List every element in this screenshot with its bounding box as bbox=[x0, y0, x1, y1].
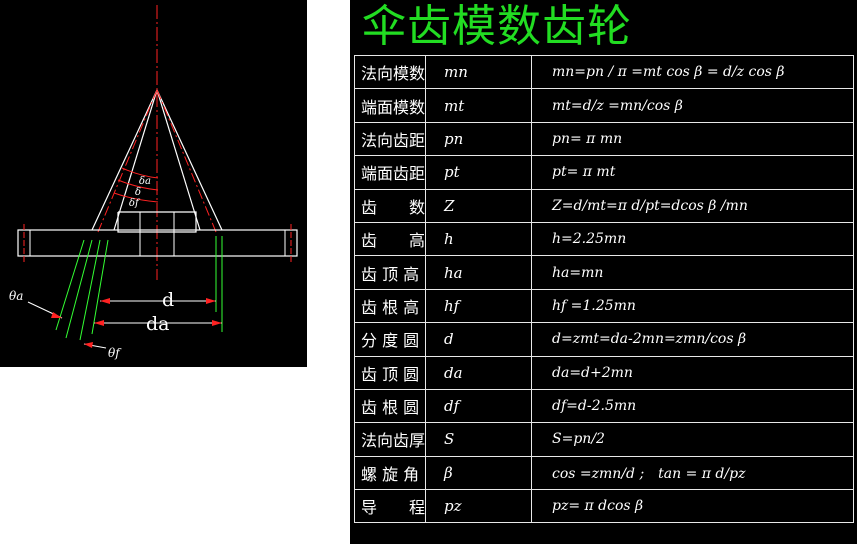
row-symbol: h bbox=[425, 221, 533, 257]
theta-f-arrow bbox=[84, 342, 93, 348]
row-name: 齿 顶 高 bbox=[353, 255, 427, 290]
label-d: d bbox=[162, 289, 174, 311]
row-formula: Z=d/mt=π d/pt=dcos β /mn bbox=[531, 188, 854, 223]
cone-left-edge bbox=[91, 89, 158, 231]
row-symbol: mn bbox=[425, 54, 533, 90]
dim-da-arrow-left bbox=[94, 320, 104, 326]
row-formula: mn=pn / π =mt cos β = d/z cos β bbox=[531, 54, 854, 90]
row-formula: da=d+2mn bbox=[531, 355, 854, 390]
row-name: 端面齿距 bbox=[353, 155, 427, 190]
row-symbol: β bbox=[425, 455, 533, 491]
row-name: 齿 根 高 bbox=[353, 288, 427, 324]
row-symbol: ha bbox=[425, 255, 533, 290]
ext-line-4 bbox=[55, 239, 85, 331]
cone-inner-left bbox=[113, 89, 158, 231]
dim-da-arrow-right bbox=[212, 320, 222, 326]
row-symbol: pt bbox=[425, 155, 533, 190]
row-name: 齿 顶 圆 bbox=[353, 355, 427, 390]
row-symbol: pn bbox=[425, 121, 533, 157]
label-delta-a: δa bbox=[139, 176, 151, 187]
dim-d-arrow-left bbox=[100, 298, 110, 304]
row-symbol: df bbox=[425, 388, 533, 424]
dim-d-arrow-right bbox=[206, 298, 216, 304]
row-symbol: hf bbox=[425, 288, 533, 324]
row-symbol: d bbox=[425, 322, 533, 357]
row-name: 齿 数 bbox=[353, 188, 427, 223]
row-name: 法向齿距 bbox=[353, 121, 427, 157]
angle-arc-delta-a bbox=[121, 167, 159, 179]
bevel-gear-drawing: δa δ δf d da θa θf bbox=[0, 0, 307, 367]
gear-diagram-svg: δa δ δf d da θa θf bbox=[9, 5, 298, 360]
row-formula: df=d-2.5mn bbox=[531, 388, 854, 424]
row-formula: pn= π mn bbox=[531, 121, 854, 157]
row-symbol: pz bbox=[425, 489, 533, 524]
label-delta-f: δf bbox=[129, 198, 141, 209]
row-formula: h=2.25mn bbox=[531, 221, 854, 257]
row-formula: ha=mn bbox=[531, 255, 854, 290]
hub-outline bbox=[117, 211, 197, 233]
pitch-cone-right bbox=[156, 89, 217, 233]
row-name: 法向模数 bbox=[353, 54, 427, 90]
row-name: 齿 高 bbox=[353, 221, 427, 257]
theta-a-arrow bbox=[51, 312, 62, 318]
label-theta-f: θf bbox=[108, 346, 122, 360]
label-delta: δ bbox=[135, 187, 141, 198]
page-title: 伞齿模数齿轮 bbox=[362, 1, 632, 52]
row-symbol: mt bbox=[425, 88, 533, 123]
ext-line-1 bbox=[79, 239, 101, 341]
label-da: da bbox=[146, 313, 170, 335]
row-name: 端面模数 bbox=[353, 88, 427, 123]
row-symbol: S bbox=[425, 422, 533, 457]
row-name: 螺 旋 角 bbox=[353, 455, 427, 491]
row-formula: hf =1.25mn bbox=[531, 288, 854, 324]
ext-line-2 bbox=[65, 239, 93, 339]
angle-arc-delta bbox=[117, 179, 159, 191]
pitch-cone-left bbox=[97, 89, 158, 233]
cone-inner-right bbox=[156, 89, 201, 231]
row-formula: d=zmt=da-2mn=zmn/cos β bbox=[531, 322, 854, 357]
row-symbol: da bbox=[425, 355, 533, 390]
ext-line-3 bbox=[91, 239, 109, 335]
row-name: 导 程 bbox=[353, 489, 427, 524]
flange bbox=[17, 229, 298, 257]
row-formula: pt= π mt bbox=[531, 155, 854, 190]
angle-arc-delta-f bbox=[113, 192, 159, 203]
row-name: 法向齿厚 bbox=[353, 422, 427, 457]
row-symbol: Z bbox=[425, 188, 533, 223]
row-name: 齿 根 圆 bbox=[353, 388, 427, 424]
row-formula: mt=d/z =mn/cos β bbox=[531, 88, 854, 123]
row-formula: S=pn/2 bbox=[531, 422, 854, 457]
row-formula: cos =zmn/d ; tan = π d/pz bbox=[531, 455, 854, 491]
row-formula: pz= π dcos β bbox=[531, 489, 854, 524]
row-name: 分 度 圆 bbox=[353, 322, 427, 357]
cone-right-edge bbox=[156, 89, 223, 231]
label-theta-a: θa bbox=[9, 289, 23, 303]
